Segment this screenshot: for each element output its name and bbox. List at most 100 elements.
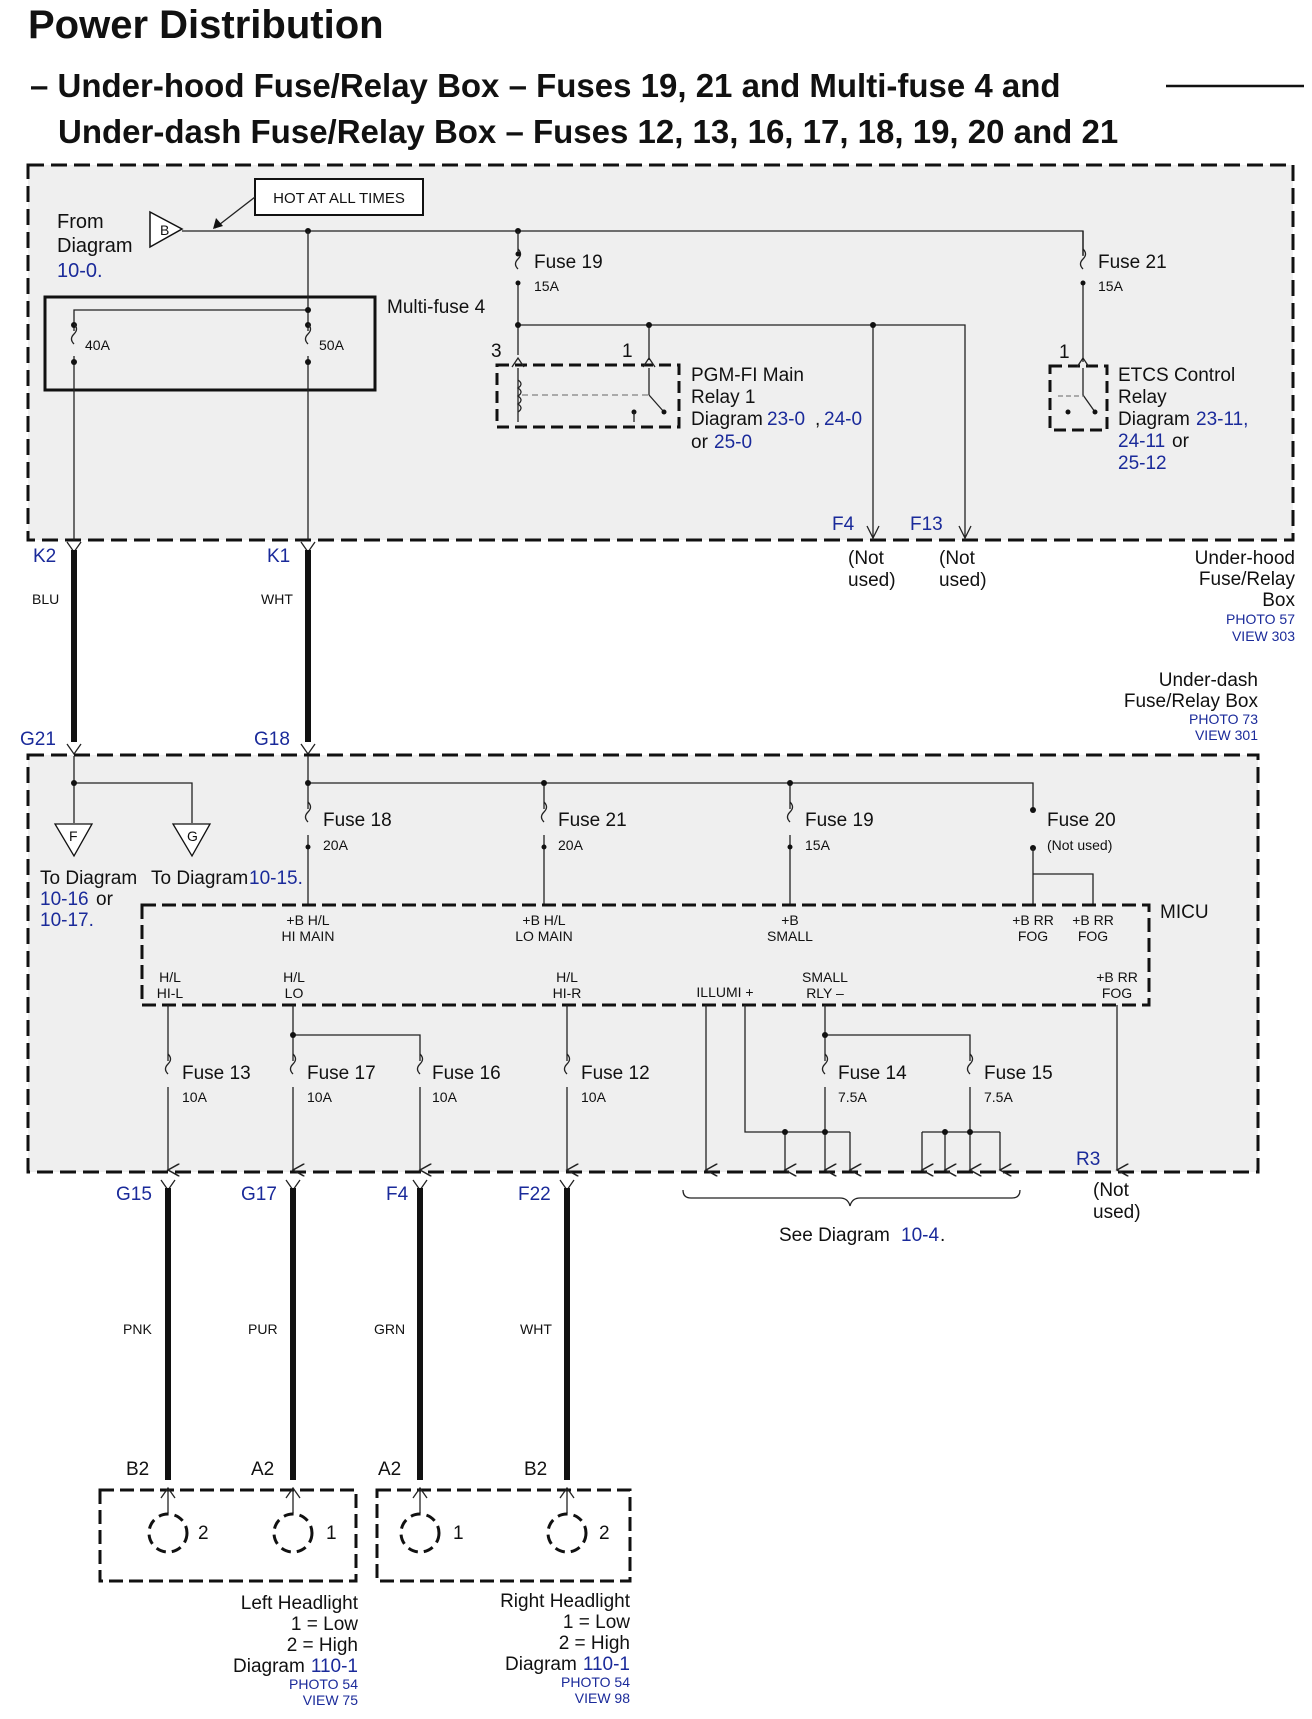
fuse15-rating: 7.5A	[984, 1089, 1013, 1105]
lh-term1: 1	[326, 1523, 337, 1544]
pgm-pin3-term	[511, 356, 525, 368]
micu-rrfog2-2: FOG	[1078, 928, 1108, 944]
pnk-color: PNK	[123, 1321, 152, 1337]
uh-fuse19-label: Fuse 19	[534, 252, 603, 273]
connector-b-label: B	[160, 222, 169, 238]
from-diagram-ref[interactable]: 10-0.	[57, 260, 103, 282]
fuse12-label: Fuse 12	[581, 1063, 650, 1084]
f4-used: used)	[848, 570, 896, 591]
fuse14-rating: 7.5A	[838, 1089, 867, 1105]
g17-pin: G17	[241, 1184, 277, 1205]
ud-fuse20-rating: (Not used)	[1047, 837, 1112, 853]
wire-fuse15	[825, 1034, 970, 1170]
rh-term2: 2	[599, 1523, 610, 1544]
uh-fuse21-rating: 15A	[1098, 278, 1124, 294]
pgm-ref3[interactable]: 25-0	[714, 432, 752, 453]
micu-lo-1: H/L	[283, 969, 305, 985]
ud-fuse18-label: Fuse 18	[323, 810, 392, 831]
see-diagram-period: .	[940, 1225, 945, 1246]
fuse12-rating: 10A	[581, 1089, 607, 1105]
micu-hi-main-1: +B H/L	[286, 912, 329, 928]
uh-view[interactable]: VIEW 303	[1232, 628, 1295, 644]
rh-term1: 1	[453, 1523, 464, 1544]
pgm-pin1-term	[642, 356, 656, 368]
etcs-diagram-word: Diagram	[1118, 409, 1190, 430]
f22-pin: F22	[518, 1184, 551, 1205]
rh-high: 2 = High	[559, 1633, 630, 1654]
mf-40a: 40A	[85, 337, 111, 353]
pgm-switch-blade	[648, 394, 665, 413]
rh-name: Right Headlight	[500, 1591, 631, 1612]
to-f-or: or	[96, 889, 114, 910]
wht-color-2: WHT	[520, 1321, 552, 1337]
pgm-ref1[interactable]: 23-0	[767, 409, 805, 430]
see-diagram-brace	[682, 1189, 1021, 1207]
g18-pin: G18	[254, 729, 290, 750]
connector-f: F	[69, 828, 78, 844]
to-f-ref1[interactable]: 10-16	[40, 889, 89, 910]
micu-lo-main-1: +B H/L	[522, 912, 565, 928]
k2-pin: K2	[33, 546, 56, 567]
pgm-contact	[661, 409, 667, 415]
f13-pin: F13	[910, 514, 943, 535]
lh-view[interactable]: VIEW 75	[303, 1692, 358, 1708]
multifuse-4-label: Multi-fuse 4	[387, 297, 486, 318]
etcs-ref1[interactable]: 23-11,	[1196, 409, 1248, 430]
uh-fuse19-rating: 15A	[534, 278, 560, 294]
fuse-pin	[71, 359, 77, 365]
etcs-contact	[1065, 409, 1071, 415]
etcs-ref2[interactable]: 24-11	[1118, 431, 1165, 452]
ud-view[interactable]: VIEW 301	[1195, 727, 1258, 743]
connector-b-flag	[149, 210, 184, 249]
rh-ref[interactable]: 110-1	[583, 1654, 630, 1675]
rh-photo[interactable]: PHOTO 54	[561, 1674, 630, 1690]
rh-diagram-word: Diagram	[505, 1654, 577, 1675]
fuse15-label: Fuse 15	[984, 1063, 1053, 1084]
fuse13-rating: 10A	[182, 1089, 208, 1105]
ud-photo[interactable]: PHOTO 73	[1189, 711, 1258, 727]
to-g-ref[interactable]: 10-15.	[249, 868, 303, 889]
micu-lo-main-2: LO MAIN	[515, 928, 573, 944]
hot-label: HOT AT ALL TIMES	[273, 190, 405, 207]
etcs-line2: Relay	[1118, 387, 1167, 408]
pgm-diagram-word: Diagram	[691, 409, 763, 430]
fuse14-label: Fuse 14	[838, 1063, 907, 1084]
ud-fuse21-label: Fuse 21	[558, 810, 627, 831]
term	[559, 1486, 575, 1499]
multifuse-4-box	[43, 295, 377, 392]
ud-fuse19-rating: 15A	[805, 837, 831, 853]
uh-box-line1: Under-hood	[1195, 548, 1295, 569]
pgm-ref2[interactable]: 24-0	[824, 409, 862, 430]
grn-color: GRN	[374, 1321, 405, 1337]
lamp-hi-left-icon	[147, 1512, 189, 1554]
pgm-line1: PGM-FI Main	[691, 365, 804, 386]
f13-arrow	[958, 525, 972, 540]
lh-photo[interactable]: PHOTO 54	[289, 1676, 358, 1692]
fuse20-pin	[1030, 807, 1036, 813]
pgm-pin1: 1	[622, 341, 633, 362]
rh-view[interactable]: VIEW 98	[575, 1690, 630, 1706]
left-headlight-box	[98, 1488, 358, 1583]
junction	[822, 1129, 828, 1135]
see-diagram-ref[interactable]: 10-4	[901, 1225, 939, 1246]
g18-term	[300, 743, 316, 756]
lh-ref[interactable]: 110-1	[311, 1656, 358, 1677]
page-subtitle-line1: – Under-hood Fuse/Relay Box – Fuses 19, …	[30, 67, 1061, 104]
lh-a2-pin: A2	[251, 1459, 274, 1480]
uh-photo[interactable]: PHOTO 57	[1226, 611, 1295, 627]
underdash-bus	[307, 756, 1034, 810]
micu-rrfog3-2: FOG	[1102, 985, 1132, 1001]
lh-high: 2 = High	[287, 1635, 358, 1656]
micu-smallrly-1: SMALL	[802, 969, 848, 985]
term	[285, 1486, 301, 1499]
to-f-ref2[interactable]: 10-17.	[40, 910, 94, 931]
fuse16-rating: 10A	[432, 1089, 458, 1105]
etcs-contact	[1092, 409, 1098, 415]
lh-low: 1 = Low	[291, 1614, 358, 1635]
micu-hir-1: H/L	[556, 969, 578, 985]
etcs-ref3[interactable]: 25-12	[1118, 453, 1167, 474]
junction	[782, 1129, 788, 1135]
k1-pin: K1	[267, 546, 290, 567]
wire-to-g	[74, 782, 193, 823]
f4-arrow	[866, 525, 880, 540]
